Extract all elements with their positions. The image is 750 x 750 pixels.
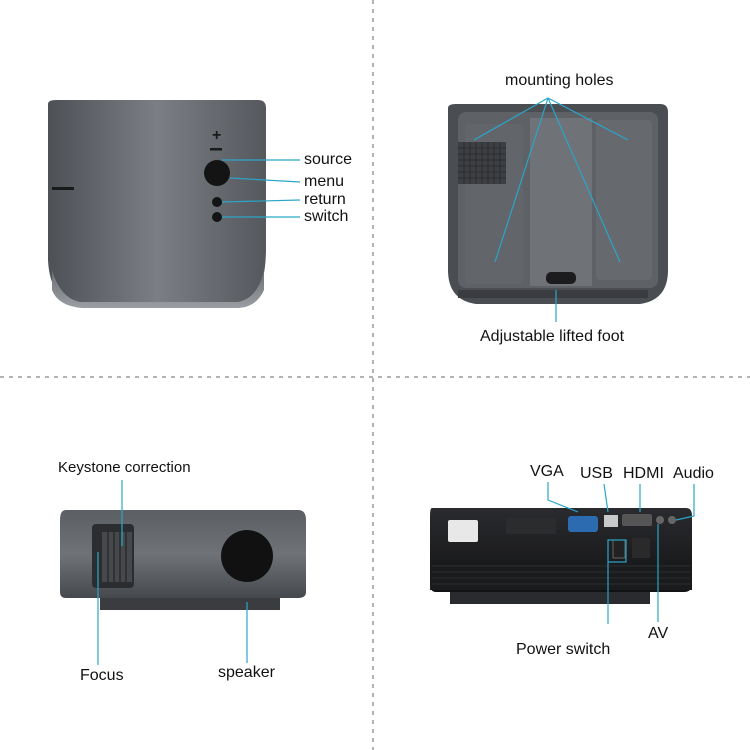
projector-bottom-view [448, 97, 668, 322]
projector-top-view: + [48, 100, 301, 308]
svg-text:+: + [212, 127, 221, 144]
label-power-switch: Power switch [516, 641, 611, 658]
source-button [204, 160, 230, 186]
label-hdmi: HDMI [623, 465, 664, 482]
label-return: return [304, 191, 346, 208]
label-focus: Focus [80, 667, 124, 684]
label-vga: VGA [530, 463, 564, 480]
projector-rear-view [430, 482, 695, 624]
switch-button [212, 212, 222, 222]
vent-grill [458, 142, 506, 184]
label-mounting-holes: mounting holes [505, 72, 614, 89]
label-speaker: speaker [218, 664, 275, 681]
label-usb: USB [580, 465, 613, 482]
label-keystone: Keystone correction [58, 459, 191, 476]
label-audio: Audio [673, 465, 714, 482]
label-source: source [304, 151, 353, 168]
label-switch: switch [304, 208, 349, 225]
projector-front-view [60, 480, 306, 665]
return-button [212, 197, 222, 207]
label-menu: menu [304, 173, 345, 190]
label-adjustable-foot: Adjustable lifted foot [480, 328, 625, 345]
label-av: AV [648, 625, 669, 642]
speaker-grille [221, 530, 273, 582]
